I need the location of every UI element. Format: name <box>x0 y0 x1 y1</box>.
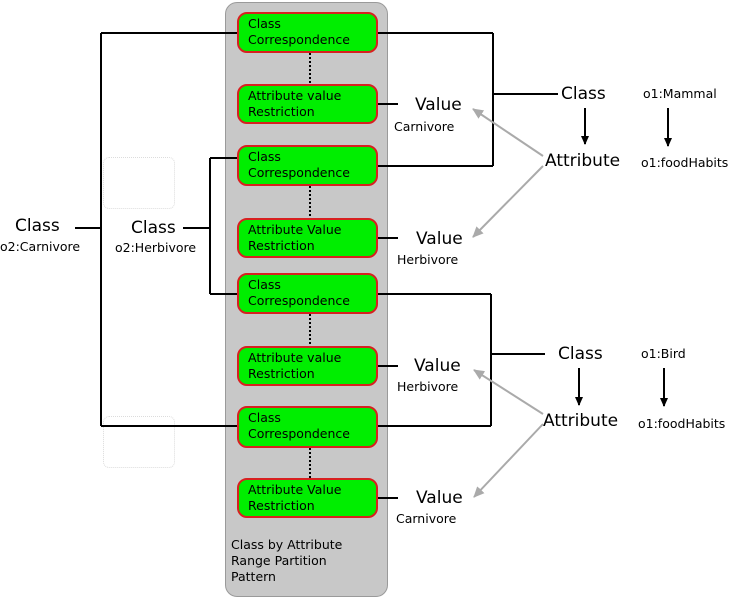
value-name-1: Carnivore <box>394 119 455 134</box>
arrow-attribute-value-2 <box>472 165 544 238</box>
box-line2: Correspondence <box>248 293 350 308</box>
mammal-class-name: o1:Mammal <box>643 86 717 101</box>
inner-class-name: o2:Herbivore <box>115 240 197 255</box>
class-correspondence-box-4: Class Correspondence <box>237 406 378 448</box>
bird-attribute-label: Attribute <box>543 411 619 431</box>
value-label-1: Value <box>415 95 462 115</box>
outer-class-label: Class <box>15 216 60 236</box>
bird-attribute-name: o1:foodHabits <box>638 416 726 431</box>
class-correspondence-box-1: Class Correspondence <box>237 12 378 53</box>
bird-class-name: o1:Bird <box>641 346 686 361</box>
value-label-4: Value <box>416 488 463 508</box>
attribute-restriction-box-3: Attribute value Restriction <box>237 346 378 386</box>
box-line2: Correspondence <box>248 32 350 47</box>
box-line1: Attribute value <box>248 88 342 103</box>
box-line1: Attribute Value <box>248 482 342 497</box>
placeholder-box-bottom <box>103 416 175 468</box>
caption-line: Pattern <box>231 569 276 584</box>
box-line1: Attribute value <box>248 350 342 365</box>
attribute-restriction-box-1: Attribute value Restriction <box>237 84 378 124</box>
arrow-attribute-value-4 <box>473 423 544 498</box>
mammal-class-label: Class <box>561 84 606 104</box>
box-line1: Attribute Value <box>248 222 342 237</box>
box-line2: Restriction <box>248 366 315 381</box>
attribute-restriction-box-4: Attribute Value Restriction <box>237 478 378 518</box>
box-line1: Class <box>248 149 281 164</box>
pattern-caption: Class by Attribute Range Partition Patte… <box>231 537 381 585</box>
caption-line: Class by Attribute <box>231 537 343 552</box>
value-label-2: Value <box>416 229 463 249</box>
outer-class-name: o2:Carnivore <box>0 239 81 254</box>
box-line2: Restriction <box>248 238 315 253</box>
attribute-restriction-box-2: Attribute Value Restriction <box>237 218 378 258</box>
value-name-3: Herbivore <box>397 379 459 394</box>
value-name-4: Carnivore <box>396 511 457 526</box>
arrow-attribute-value-1 <box>472 108 544 157</box>
value-name-2: Herbivore <box>397 252 459 267</box>
box-line1: Class <box>248 277 281 292</box>
box-line2: Correspondence <box>248 426 350 441</box>
class-correspondence-box-2: Class Correspondence <box>237 145 378 186</box>
inner-class-label: Class <box>131 218 176 238</box>
mammal-attribute-name: o1:foodHabits <box>641 155 729 170</box>
mammal-attribute-label: Attribute <box>545 151 621 171</box>
arrow-attribute-value-3 <box>473 369 544 415</box>
box-line2: Restriction <box>248 104 315 119</box>
placeholder-box-top <box>103 157 175 209</box>
box-line2: Correspondence <box>248 165 350 180</box>
value-label-3: Value <box>414 356 461 376</box>
caption-line: Range Partition <box>231 553 327 568</box>
class-correspondence-box-3: Class Correspondence <box>237 273 378 314</box>
box-line1: Class <box>248 410 281 425</box>
box-line2: Restriction <box>248 498 315 513</box>
bird-class-label: Class <box>558 344 603 364</box>
box-line1: Class <box>248 16 281 31</box>
